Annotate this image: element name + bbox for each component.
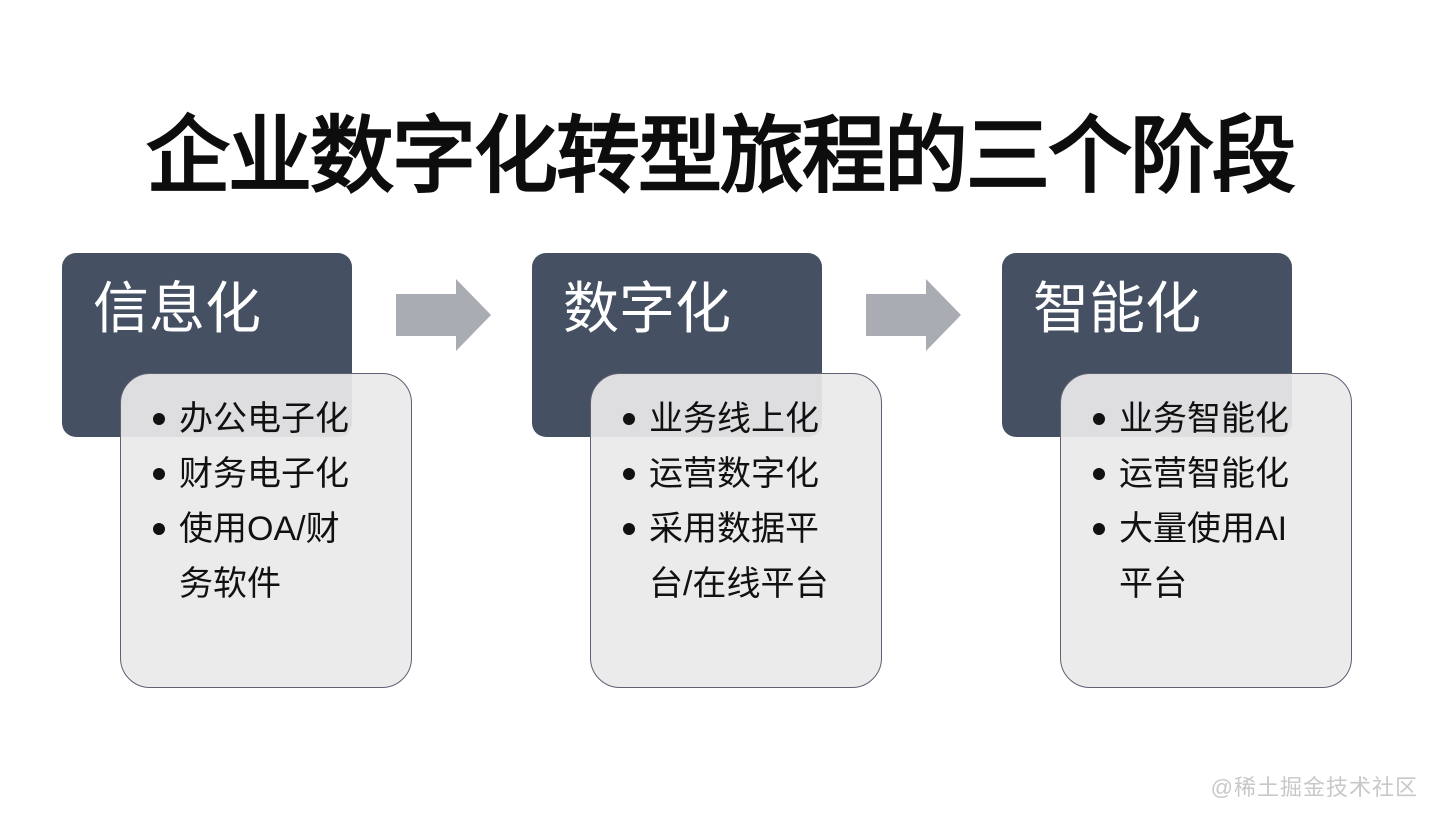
stage-card-informatization: 办公电子化 财务电子化 使用OA/财务软件 (120, 373, 412, 688)
bullet-item: 采用数据平台/在线平台 (621, 502, 839, 612)
arrow-right-icon (396, 279, 491, 351)
arrow-right-icon (866, 279, 961, 351)
bullet-item: 大量使用AI平台 (1091, 502, 1309, 612)
bullet-item: 业务智能化 (1091, 392, 1309, 447)
bullet-item: 办公电子化 (151, 392, 369, 447)
stage-label: 信息化 (93, 277, 261, 340)
bullet-list: 办公电子化 财务电子化 使用OA/财务软件 (121, 374, 411, 612)
stage-card-intelligence: 业务智能化 运营智能化 大量使用AI平台 (1060, 373, 1352, 688)
bullet-item: 运营数字化 (621, 447, 839, 502)
bullet-list: 业务线上化 运营数字化 采用数据平台/在线平台 (591, 374, 881, 612)
page-title: 企业数字化转型旅程的三个阶段 (145, 109, 1296, 204)
watermark: @稀土掘金技术社区 (1210, 775, 1418, 800)
stage-label: 数字化 (563, 277, 731, 340)
bullet-list: 业务智能化 运营智能化 大量使用AI平台 (1061, 374, 1351, 612)
stage-label: 智能化 (1033, 277, 1201, 340)
bullet-item: 财务电子化 (151, 447, 369, 502)
bullet-item: 业务线上化 (621, 392, 839, 447)
bullet-item: 使用OA/财务软件 (151, 502, 369, 612)
stage-card-digitization: 业务线上化 运营数字化 采用数据平台/在线平台 (590, 373, 882, 688)
bullet-item: 运营智能化 (1091, 447, 1309, 502)
